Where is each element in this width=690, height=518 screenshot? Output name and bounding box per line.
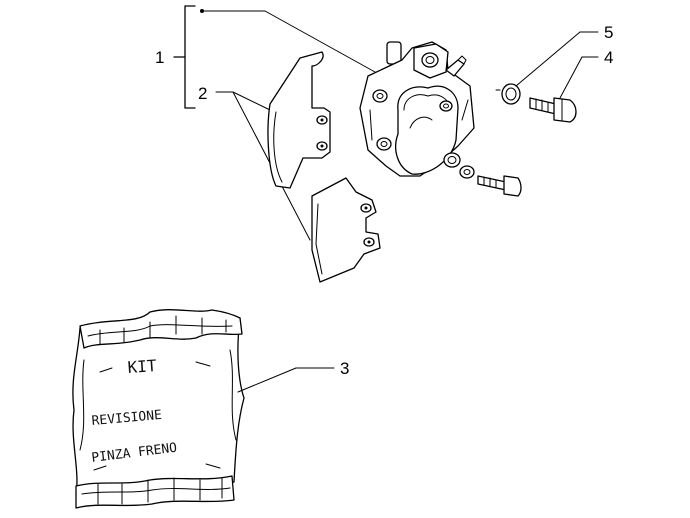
brake-pad-lower xyxy=(311,177,381,283)
kit-bag-subtitle: REVISIONE xyxy=(91,408,162,429)
callout-3-label: 3 xyxy=(340,359,349,378)
callout-1: 1 xyxy=(155,5,376,109)
callout-4: 4 xyxy=(559,48,613,99)
callout-3: 3 xyxy=(237,359,349,393)
brake-caliper xyxy=(359,41,475,177)
repair-kit-bag: KIT REVISIONE PINZA FRENO xyxy=(72,309,245,509)
callout-1-label: 1 xyxy=(155,48,164,67)
washer-part xyxy=(495,83,521,105)
kit-bag-title: KIT xyxy=(127,356,158,377)
callout-4-label: 4 xyxy=(604,48,613,67)
callout-2-label: 2 xyxy=(198,84,207,103)
brake-pad-upper xyxy=(267,51,331,189)
callout-5: 5 xyxy=(515,23,613,87)
callout-5-label: 5 xyxy=(604,23,613,42)
bolt-part xyxy=(529,97,577,123)
caliper-lower-bolt xyxy=(459,165,522,197)
